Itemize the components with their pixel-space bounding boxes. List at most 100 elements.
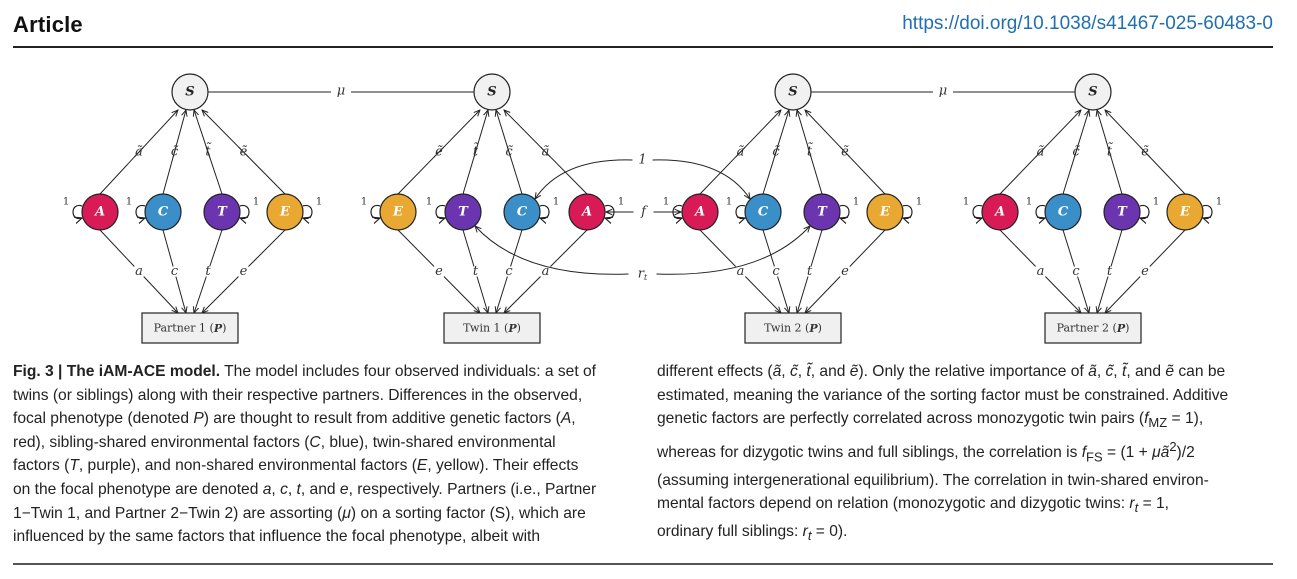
factor-to-sorting-path [805,110,851,158]
variance-self-loop [135,204,145,218]
factor-to-phenotype-path [797,276,809,313]
factor-to-phenotype-path [762,229,775,267]
factor-to-phenotype-path [504,276,541,313]
variance-self-loop [72,204,82,218]
non-shared-env-factor-node [866,193,904,231]
sorting-effect-label: c̃ [171,145,179,160]
sorting-effect-label: c̃ [1072,145,1080,160]
variance-self-loop [1203,204,1213,218]
phenotype-effect-label: a [1037,264,1045,279]
factor-to-sorting-path [797,110,812,158]
sorting-effect-label: t̃ [473,143,479,160]
factor-to-sorting-path [194,110,211,158]
factor-to-phenotype-path [143,276,178,313]
factor-to-sorting-path [735,110,781,158]
sorting-effect-label: ẽ [435,145,443,160]
variance-label: 1 [126,197,132,208]
factor-to-phenotype-path [397,229,435,267]
sorting-effect-label: ẽ [841,145,849,160]
caption-right-line: whereas for dizygotic twins and full sib… [657,438,1195,465]
sibling-shared-env-factor-node [503,193,541,231]
factor-to-phenotype-path [1110,229,1123,267]
twin-shared-env-factor-node [444,193,482,231]
factor-to-phenotype-path [476,276,488,313]
twin-shared-env-factor-node [203,193,241,231]
factor-to-phenotype-path [550,229,588,267]
phenotype-effect-label: t [807,264,813,279]
phenotype-box-label: Twin 2 (P) [764,322,822,335]
factor-label: C [517,205,528,220]
factor-to-phenotype-path [462,229,475,267]
factor-label: C [758,205,769,220]
variance-self-loop [735,204,745,218]
factor-label: T [1117,205,1128,220]
factor-label: A [693,205,705,220]
twin-env-correlation-label: rt [638,267,648,282]
sorting-effect-label: t̃ [205,143,211,160]
doi-link[interactable]: https://doi.org/10.1038/s41467-025-60483… [902,13,1273,34]
factor-to-phenotype-path [162,229,174,267]
factor-label: A [580,205,592,220]
factor-to-phenotype-path [194,276,207,313]
factor-to-phenotype-path [849,229,886,267]
caption-left-line: Fig. 3 | The iAM-ACE model. The model in… [13,363,597,380]
factor-label: T [817,205,828,220]
assortment-mu-label: μ [337,84,345,99]
phenotype-effect-label: a [542,264,550,279]
factor-to-sorting-path [473,110,488,158]
caption-left-line: red), sibling-shared environmental facto… [13,433,556,451]
phenotype-box [744,312,842,344]
sorting-factor-node [473,73,511,111]
phenotype-box-label: Partner 2 (P) [1057,322,1130,335]
header-divider [13,46,1273,48]
figure-caption-left: Fig. 3 | The iAM-ACE model. The model in… [13,360,631,549]
factor-to-phenotype-path [1097,276,1109,313]
factor-to-sorting-path [433,110,480,158]
phenotype-effect-label: a [737,264,745,279]
factor-label: T [217,205,228,220]
sorting-effect-label: c̃ [772,145,780,160]
sorting-factor-label: S [1088,85,1097,100]
additive-genetic-factor-node [981,193,1019,231]
caption-right-line: genetic factors are perfectly correlated… [657,410,1204,431]
phenotype-effect-label: t [205,264,211,279]
sorting-factor-label: S [487,85,496,100]
factor-label: C [158,205,169,220]
article-section-label: Article [13,12,83,37]
assortment-mu-label: μ [939,84,947,99]
factor-to-phenotype-path [1045,276,1081,313]
variance-label: 1 [426,197,432,208]
factor-to-phenotype-path [1105,276,1141,313]
caption-right-line: ordinary full siblings: rt = 0). [657,523,848,544]
factor-to-phenotype-path [1062,229,1075,267]
factor-to-sorting-path [133,110,178,158]
factor-to-sorting-path [172,110,186,158]
variance-self-loop [303,204,313,218]
variance-label: 1 [663,197,669,208]
factor-to-phenotype-path [699,229,736,267]
factor-label: E [1179,205,1191,220]
variance-label: 1 [726,197,732,208]
phenotype-effect-label: e [1141,264,1149,279]
sorting-effect-label: c̃ [505,145,513,160]
additive-genetic-factor-node [681,193,719,231]
phenotype-effect-label: c [505,264,513,279]
non-shared-env-factor-node [1166,193,1204,231]
factor-to-phenotype-path [443,276,480,313]
variance-self-loop [903,204,913,218]
phenotype-effect-label: e [435,264,443,279]
factor-to-sorting-path [1073,110,1089,158]
sorting-effect-label: t̃ [807,143,813,160]
non-shared-env-factor-node [266,193,304,231]
variance-label: 1 [618,197,624,208]
phenotype-effect-label: e [240,264,248,279]
factor-to-phenotype-path [175,276,186,313]
variance-self-loop [840,204,850,218]
caption-left-line: focal phenotype (denoted P) are thought … [13,410,576,428]
factor-to-phenotype-path [209,229,223,267]
factor-to-phenotype-path [810,229,823,267]
factor-to-phenotype-path [510,229,523,267]
